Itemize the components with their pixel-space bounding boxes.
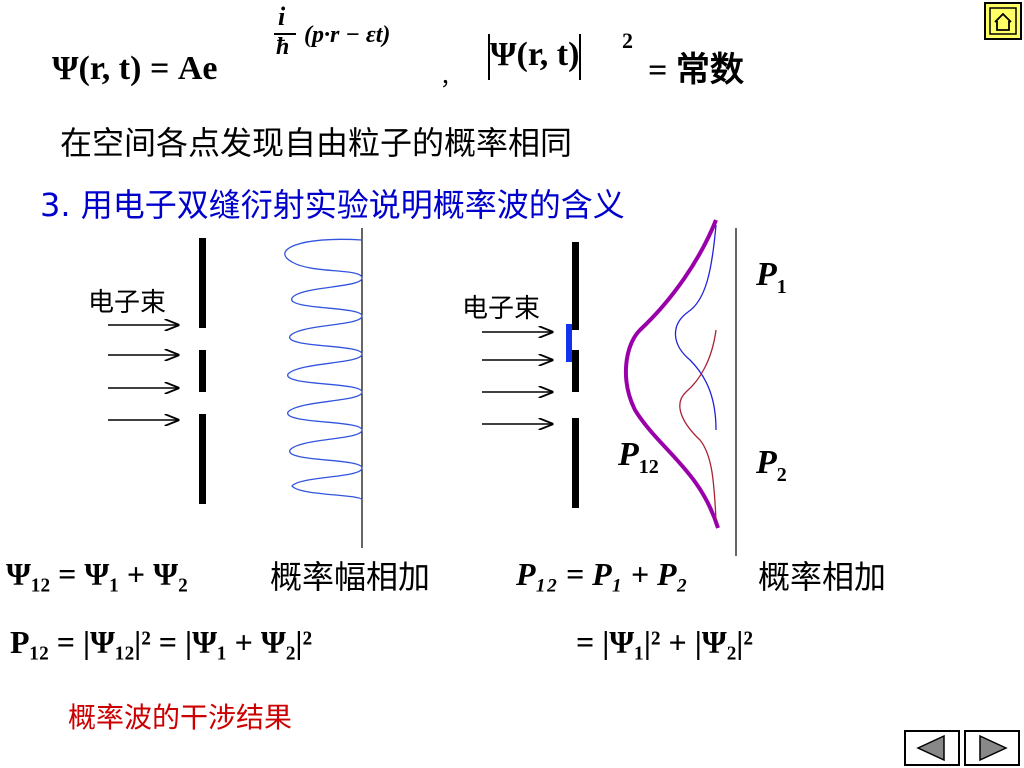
right-beam-arrows: [482, 332, 552, 424]
p12-curve: [623, 219, 720, 529]
modulus-formula: Ψ(r, t): [488, 34, 582, 80]
exponent-parenthesis: (p·r − εt): [304, 22, 391, 48]
exponent-numerator: i: [278, 2, 286, 31]
next-arrow-icon: [979, 734, 1008, 762]
p12-sum-equation: = |Ψ₁|² + |Ψ₂|²: [576, 624, 753, 660]
wavefunction-lhs: Ψ(r, t) = Ae: [52, 50, 218, 87]
left-double-slit: [199, 238, 206, 504]
modulus-power: 2: [622, 28, 633, 53]
exponent-denominator: ħ: [276, 34, 290, 60]
formula-rhs: = 常数: [648, 52, 744, 89]
p12-label: P12: [618, 436, 659, 478]
p12-interference-equation: P₁₂ = |Ψ₁₂|² = |Ψ₁ + Ψ₂|²: [10, 624, 313, 660]
probability-sum-label: 概率相加: [758, 558, 887, 596]
left-interference-pattern: [284, 238, 363, 501]
left-beam-label: 电子束: [88, 288, 167, 318]
amplitude-sum-label: 概率幅相加: [270, 558, 431, 596]
p1-label: P1: [756, 256, 787, 298]
prev-arrow-icon: [916, 734, 945, 762]
p-sum-equation: P₁₂ = P₁ + P₂: [516, 556, 688, 592]
heading-number: 3.: [40, 186, 71, 224]
p2-curve: [679, 329, 717, 521]
prev-slide-button[interactable]: [904, 730, 960, 766]
exponent-fraction-line: [274, 33, 296, 35]
p2-label: P2: [756, 444, 787, 486]
p1-curve: [674, 224, 717, 431]
heading-text: 用电子双缝衍射实验说明概率波的含义: [80, 186, 625, 224]
section-heading: 3. 用电子双缝衍射实验说明概率波的含义: [40, 180, 625, 226]
psi-sum-equation: Ψ₁₂ = Ψ₁ + Ψ₂: [6, 556, 188, 592]
right-slit: [566, 242, 579, 508]
uniform-probability-text: 在空间各点发现自由粒子的概率相同: [60, 124, 573, 162]
home-icon: [989, 7, 1017, 35]
home-button[interactable]: [984, 2, 1022, 40]
wavefunction-formula: Ψ(r, t) = Ae: [52, 50, 217, 88]
left-beam-arrows: [108, 325, 178, 420]
interference-conclusion: 概率波的干涉结果: [68, 701, 293, 734]
modulus-psi: Ψ(r, t): [490, 35, 580, 73]
next-slide-button[interactable]: [964, 730, 1020, 766]
formula-comma: ，: [440, 66, 463, 91]
right-beam-label: 电子束: [462, 294, 541, 324]
